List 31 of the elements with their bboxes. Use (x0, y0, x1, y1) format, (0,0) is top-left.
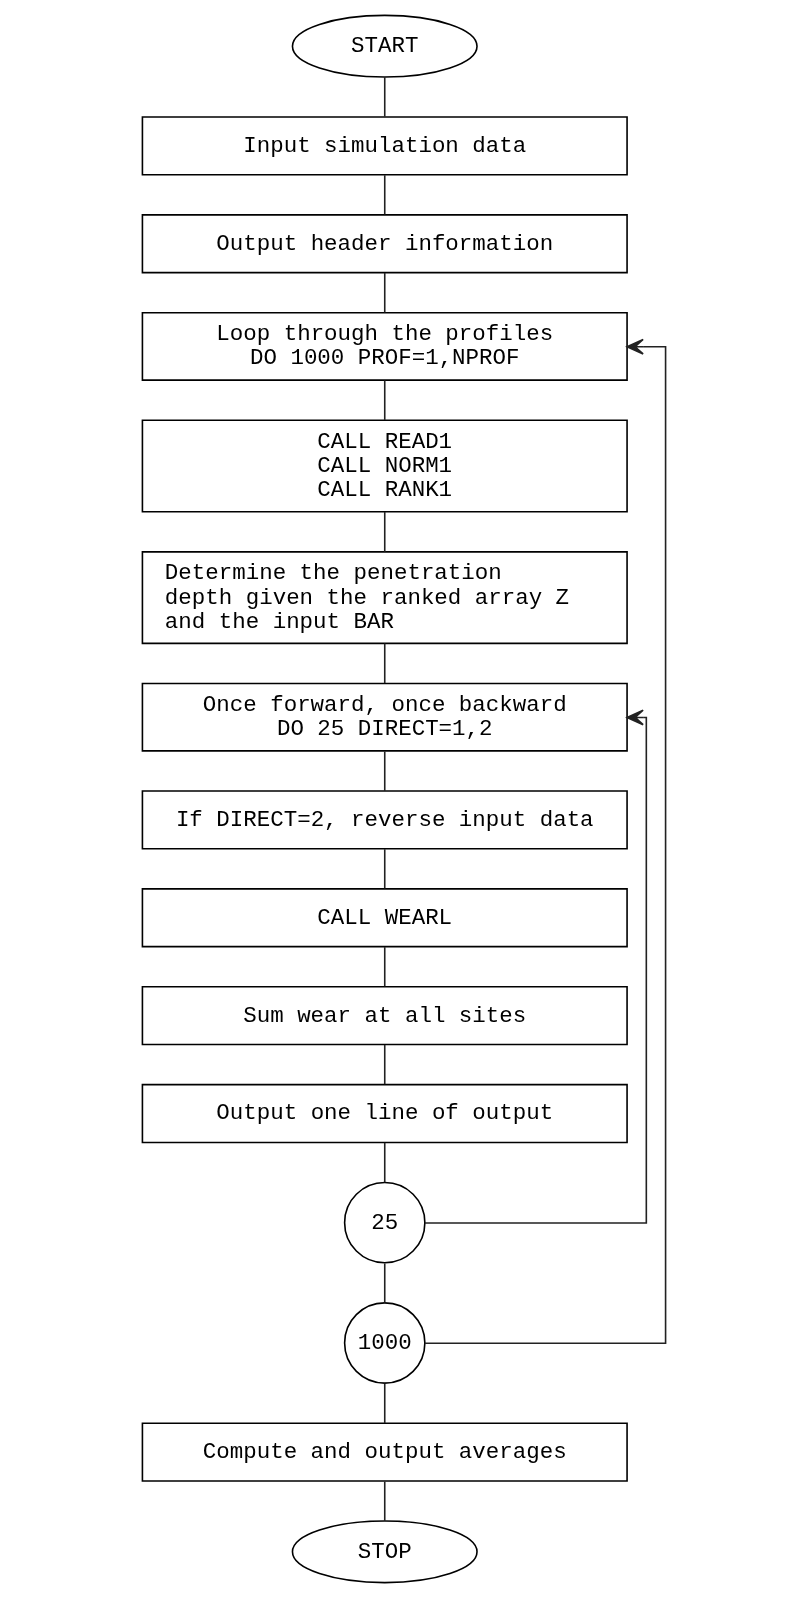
node-box: Output one line of output (141, 1083, 628, 1144)
connector (383, 750, 386, 792)
connector (383, 1044, 386, 1085)
node-box: CALL WEARL (141, 888, 628, 948)
connector (383, 379, 386, 421)
connector (383, 511, 386, 553)
node-circle: 25 (343, 1181, 426, 1264)
connector (383, 1480, 386, 1522)
node-box: Determine the penetration depth given the ranked array Z and the input BAR (141, 551, 628, 645)
arrow (423, 709, 647, 1224)
connector (383, 174, 386, 216)
node-box: Sum wear at all sites (141, 985, 628, 1046)
node-box: Output header information (141, 214, 628, 274)
node-ellipse: STOP (291, 1520, 478, 1584)
connector (383, 1262, 386, 1304)
connector (383, 76, 386, 118)
node-circle: 1000 (343, 1302, 426, 1384)
connector (383, 272, 386, 314)
node-box: If DIRECT=2, reverse input data (141, 790, 628, 850)
connector (383, 848, 386, 890)
connector (383, 946, 386, 988)
connector (383, 1382, 386, 1424)
node-box: Input simulation data (141, 116, 628, 176)
node-box: Loop through the profiles DO 1000 PROF=1,NPROF (141, 311, 628, 381)
node-box: Once forward, once backward DO 25 DIRECT=1,2 (141, 682, 628, 752)
connector (383, 642, 386, 684)
node-ellipse: START (291, 14, 478, 78)
node-box: CALL READ1 CALL NORM1 CALL RANK1 (141, 419, 628, 513)
connector (383, 1142, 386, 1184)
arrow (423, 338, 666, 1345)
node-box: Compute and output averages (141, 1422, 628, 1482)
